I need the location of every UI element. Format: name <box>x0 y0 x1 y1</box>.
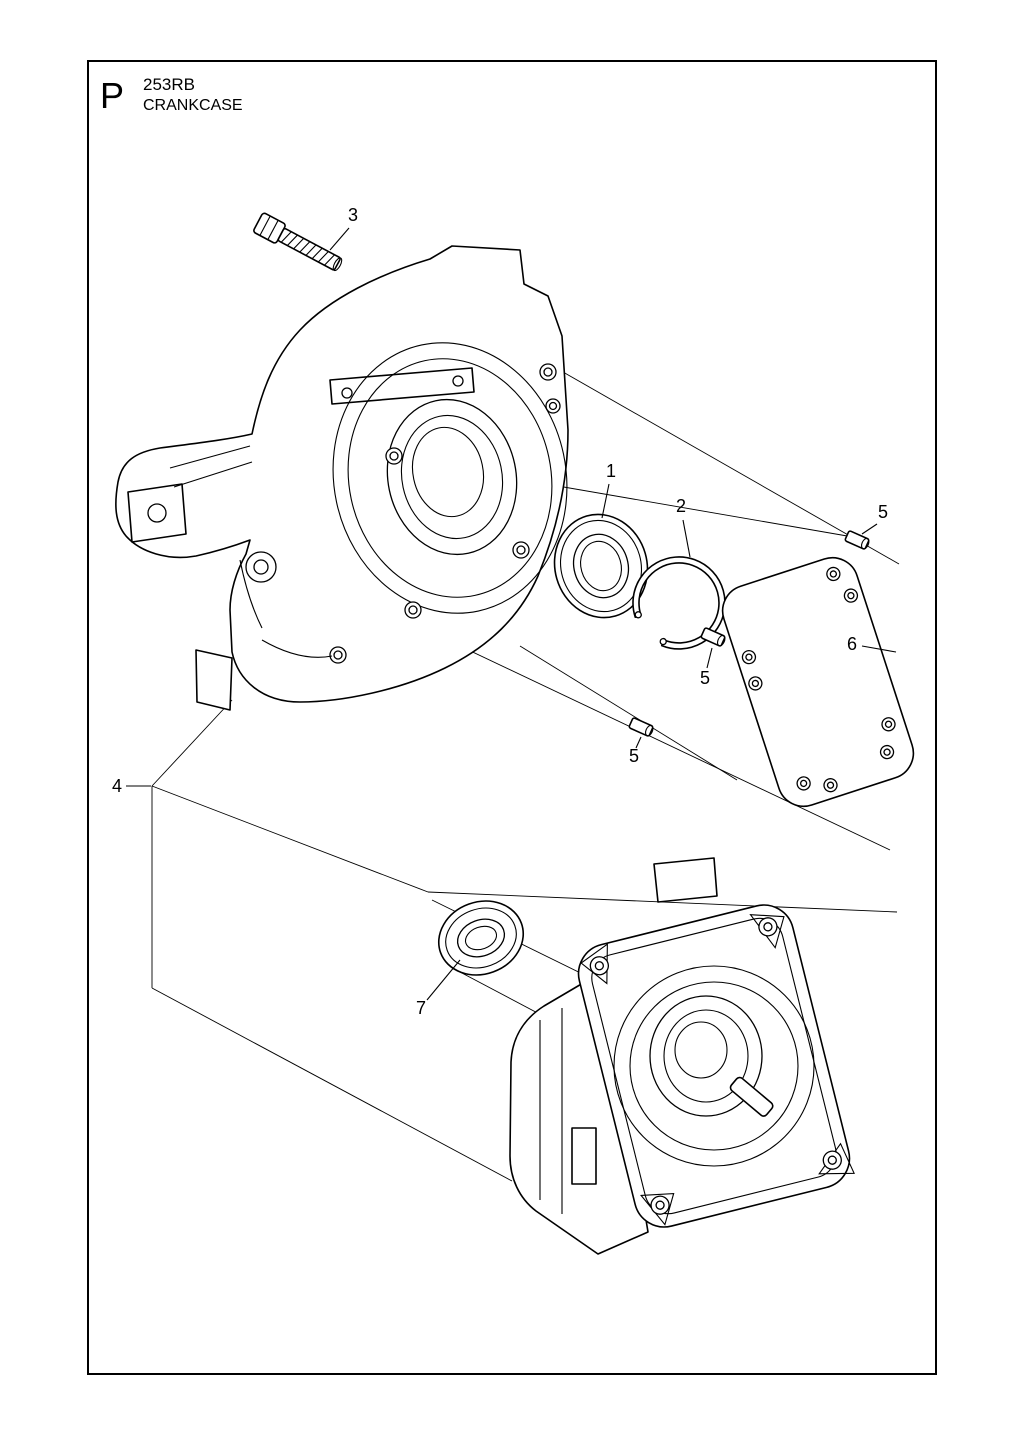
dowel-pin-upper-drawing <box>844 530 870 550</box>
model-number: 253RB <box>143 75 195 94</box>
upper-crankcase-drawing <box>115 245 569 711</box>
retaining-ring-drawing <box>632 556 726 650</box>
crank-journal-stub <box>729 1076 774 1117</box>
screw-drawing <box>253 212 343 272</box>
lower-crankcase-drawing <box>509 857 855 1255</box>
callout-leader-lines <box>126 227 897 1001</box>
callout-oil-seal: 7 <box>416 998 426 1018</box>
callout-screw: 3 <box>348 205 358 225</box>
flange-ring <box>332 342 568 614</box>
callout-dowel-pin-lower: 5 <box>629 746 639 766</box>
housing-detail-plate <box>571 1127 597 1185</box>
dowel-pin-middle-drawing <box>700 627 726 647</box>
top-tab <box>653 857 718 903</box>
page-title: CRANKCASE <box>143 97 243 114</box>
mount-foot <box>195 649 233 711</box>
dowel-pin-lower-drawing <box>628 717 654 737</box>
callout-labels: 1 2 3 4 5 5 5 6 7 <box>112 205 888 1018</box>
callout-bearing: 1 <box>606 461 616 481</box>
callout-dowel-pin-upper: 5 <box>878 502 888 522</box>
crank-bore <box>386 398 518 556</box>
flange-circle <box>613 965 815 1167</box>
oil-seal-drawing <box>437 900 525 976</box>
bearing-drawing <box>553 513 649 619</box>
callout-dowel-pin-middle: 5 <box>700 668 710 688</box>
section-letter: P <box>100 75 124 116</box>
gasket-drawing <box>721 556 915 808</box>
bracket-hole <box>147 503 167 523</box>
callout-crankcase-set: 4 <box>112 776 122 796</box>
callout-gasket: 6 <box>847 634 857 654</box>
callout-retaining-ring: 2 <box>676 496 686 516</box>
page-border-frame <box>87 60 937 1375</box>
